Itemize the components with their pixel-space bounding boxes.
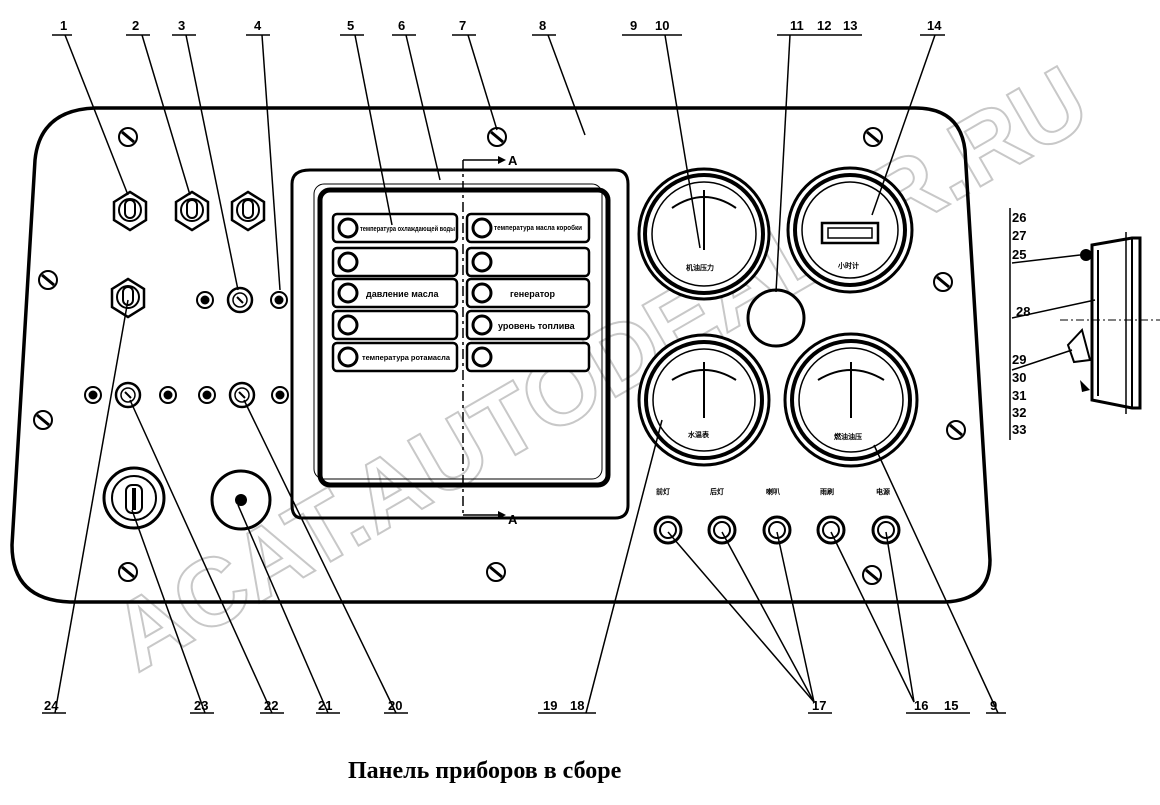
switch-buttons: 前灯 后灯 喇叭 雨刷 电源 <box>653 487 901 545</box>
button-label-1: 前灯 <box>656 487 670 496</box>
callout-32: 32 <box>1012 405 1026 420</box>
lamp-label-right-4: уровень топлива <box>498 321 576 331</box>
callouts-right: 26 27 25 28 29 30 31 32 33 <box>1009 208 1030 440</box>
callout-9: 9 <box>630 18 637 33</box>
callouts-bottom: 24 23 22 21 20 19 18 17 16 15 9 <box>44 698 997 713</box>
side-view <box>1060 232 1160 414</box>
callout-13: 13 <box>843 18 857 33</box>
callout-16: 16 <box>914 698 928 713</box>
ignition-lock <box>102 466 166 530</box>
callout-29: 29 <box>1012 352 1026 367</box>
callout-3: 3 <box>178 18 185 33</box>
callout-2: 2 <box>132 18 139 33</box>
callout-18: 18 <box>570 698 584 713</box>
watermark: ACAT.AUTODEALER.RU <box>93 45 1106 693</box>
callout-15: 15 <box>944 698 958 713</box>
button-label-3: 喇叭 <box>766 487 780 496</box>
blank-plug <box>746 288 806 348</box>
callout-20: 20 <box>388 698 402 713</box>
callout-7: 7 <box>459 18 466 33</box>
callout-21: 21 <box>318 698 332 713</box>
callout-1: 1 <box>60 18 67 33</box>
lamp-label-left-3: давление масла <box>366 289 439 299</box>
section-mark-bottom: A <box>508 512 518 527</box>
callout-14: 14 <box>927 18 942 33</box>
lamp-label-left-5: температура ротамасла <box>362 355 450 362</box>
svg-text:ACAT.AUTODEALER.RU: ACAT.AUTODEALER.RU <box>94 46 1105 692</box>
callout-19: 19 <box>543 698 557 713</box>
leader-lines <box>42 34 1096 714</box>
panel-outline <box>10 106 992 604</box>
callout-22: 22 <box>264 698 278 713</box>
callout-30: 30 <box>1012 370 1026 385</box>
callout-4: 4 <box>254 18 262 33</box>
callout-5: 5 <box>347 18 354 33</box>
callout-31: 31 <box>1012 388 1026 403</box>
button-label-5: 电源 <box>876 487 890 496</box>
callout-33: 33 <box>1012 422 1026 437</box>
lamp-label-right-1: температура масла коробки <box>494 224 582 232</box>
callout-11: 11 <box>790 18 804 33</box>
callout-28: 28 <box>1016 304 1030 319</box>
section-mark-top: A <box>508 153 518 168</box>
gauge-hour-meter: 小时计 <box>786 166 914 294</box>
warning-lamp-block: A A <box>290 153 630 527</box>
warning-lamps-left: температура охлаждающей воды давление ма… <box>331 212 459 373</box>
callout-10: 10 <box>655 18 669 33</box>
callout-26: 26 <box>1012 210 1026 225</box>
callout-25: 25 <box>1012 247 1026 262</box>
callout-9-bottom: 9 <box>990 698 997 713</box>
gauge-water-temp-label: 水温表 <box>688 430 710 439</box>
gauge-hour-meter-label: 小时计 <box>837 261 859 270</box>
cigarette-lighter <box>210 469 272 531</box>
callout-8: 8 <box>539 18 546 33</box>
lamp-label-left-1: температура охлаждающей воды <box>360 225 455 233</box>
gauge-fuel: 燃油油压 <box>783 332 919 468</box>
gauge-oil-pressure: 机油压力 <box>637 167 771 301</box>
button-label-4: 雨刷 <box>820 487 834 496</box>
callouts-top: 1 2 3 4 5 6 7 8 9 10 11 12 13 14 <box>60 18 942 33</box>
callout-17: 17 <box>812 698 826 713</box>
gauge-fuel-label: 燃油油压 <box>833 432 862 441</box>
callout-27: 27 <box>1012 228 1026 243</box>
callout-12: 12 <box>817 18 831 33</box>
lamp-label-right-3: генератор <box>510 289 555 299</box>
gauge-water-temp: 水温表 <box>637 333 771 467</box>
warning-lamps-right: температура масла коробки генератор уров… <box>465 212 591 373</box>
gauge-oil-pressure-label: 机油压力 <box>686 263 714 272</box>
callout-23: 23 <box>194 698 208 713</box>
button-label-2: 后灯 <box>710 487 724 496</box>
diagram-caption: Панель приборов в сборе <box>348 758 622 784</box>
callout-24: 24 <box>44 698 59 713</box>
callout-6: 6 <box>398 18 405 33</box>
